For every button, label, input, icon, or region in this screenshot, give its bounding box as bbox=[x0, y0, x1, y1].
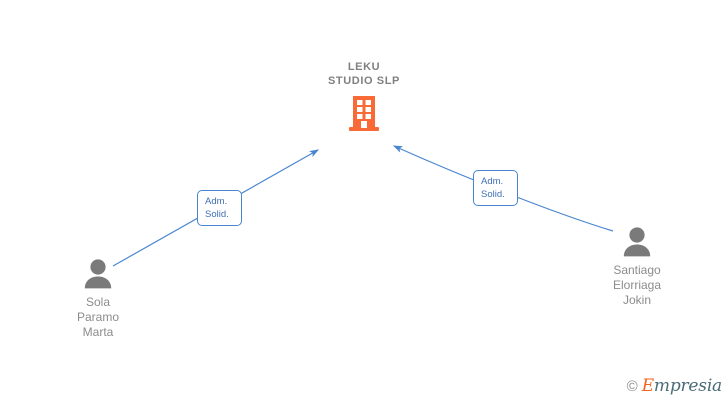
company-title: LEKU STUDIO SLP bbox=[327, 61, 400, 87]
person-node-right[interactable]: Santiago Elorriaga Jokin bbox=[577, 226, 697, 308]
copyright-icon: © bbox=[626, 378, 638, 395]
person-name-left: Sola Paramo Marta bbox=[76, 295, 120, 339]
edge-label-left[interactable]: Adm. Solid. bbox=[197, 190, 242, 226]
company-node[interactable]: LEKU STUDIO SLP bbox=[300, 60, 428, 134]
person-node-left[interactable]: Sola Paramo Marta bbox=[38, 258, 158, 340]
brand-initial: E bbox=[641, 376, 654, 396]
person-icon[interactable] bbox=[620, 226, 654, 258]
person-icon[interactable] bbox=[81, 258, 115, 290]
watermark: © Empresia bbox=[626, 376, 723, 396]
person-name-right: Santiago Elorriaga Jokin bbox=[612, 263, 662, 307]
building-icon[interactable] bbox=[344, 94, 384, 134]
brand-logo: Empresia bbox=[641, 376, 723, 396]
edge-label-right[interactable]: Adm. Solid. bbox=[473, 170, 518, 206]
brand-name: mpresia bbox=[653, 376, 722, 396]
